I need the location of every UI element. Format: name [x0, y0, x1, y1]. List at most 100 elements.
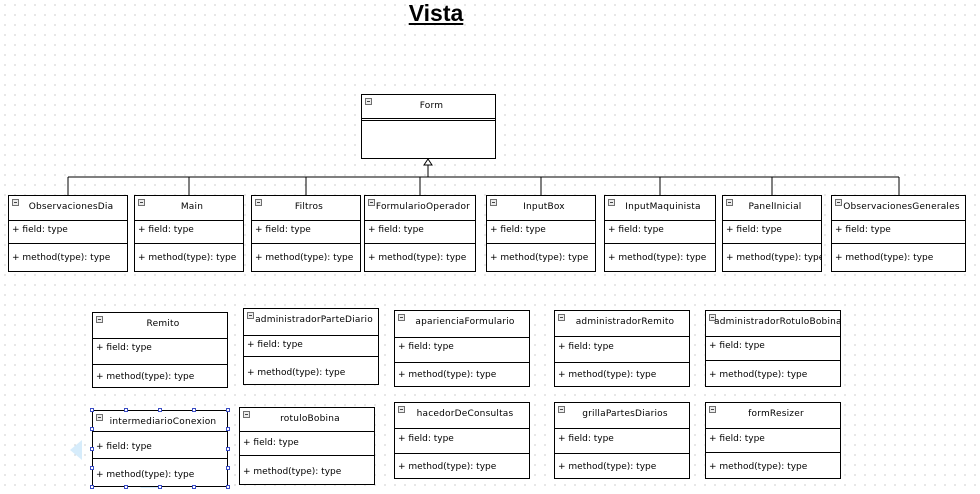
class-field: + field: type	[138, 225, 194, 235]
class-header: administradorRotuloBobina	[706, 311, 840, 337]
selection-handle[interactable]	[124, 408, 128, 412]
class-header: administradorRemito	[555, 311, 689, 337]
class-box-form-resizer[interactable]: formResizer+ field: type+ method(type): …	[705, 402, 841, 479]
class-header: aparienciaFormulario	[395, 311, 529, 338]
compartment-divider	[395, 362, 529, 363]
class-box-filtros[interactable]: Filtros+ field: type+ method(type): type	[251, 195, 361, 272]
class-header: rotuloBobina	[240, 408, 374, 432]
class-method: + method(type): type	[96, 470, 195, 480]
compartment-divider	[706, 452, 840, 453]
class-header: FormularioOperador	[365, 196, 475, 221]
compartment-divider	[240, 455, 374, 456]
class-name: rotuloBobina	[280, 414, 340, 424]
collapse-icon[interactable]	[490, 199, 497, 206]
selection-handle[interactable]	[226, 408, 230, 412]
collapse-icon[interactable]	[243, 411, 250, 418]
class-header: administradorParteDiario	[244, 309, 378, 336]
selection-handle[interactable]	[90, 485, 94, 489]
selection-handle[interactable]	[226, 485, 230, 489]
class-box-hacedor-de-consultas[interactable]: hacedorDeConsultas + field: type + method(…	[394, 402, 530, 479]
class-header: InputBox	[487, 196, 595, 221]
collapse-icon[interactable]	[138, 199, 145, 206]
class-field: + field: type	[398, 434, 454, 444]
selection-handle[interactable]	[90, 408, 94, 412]
class-name: Main	[180, 202, 204, 212]
collapse-icon[interactable]	[247, 312, 254, 319]
class-name: administradorParteDiario	[255, 315, 373, 325]
class-box-grilla-partes-diarios[interactable]: grillaPartesDiarios+ field: type+ method…	[554, 402, 690, 479]
compartment-divider	[135, 243, 243, 244]
class-box-observaciones-generales[interactable]: ObservacionesGenerales+ field: type+ met…	[831, 195, 966, 272]
class-header: grillaPartesDiarios	[555, 403, 689, 429]
collapse-icon[interactable]	[608, 199, 615, 206]
collapse-icon[interactable]	[96, 316, 103, 323]
collapse-icon[interactable]	[726, 199, 733, 206]
selection-handle[interactable]	[124, 485, 128, 489]
selection-handle[interactable]	[192, 485, 196, 489]
compartment-divider	[832, 243, 965, 244]
class-method: + method(type): type	[247, 368, 346, 378]
class-field: + field: type	[96, 343, 152, 353]
class-field: + field: type	[726, 225, 782, 235]
class-box-panel-inicial[interactable]: PanelInicial+ field: type+ method(type):…	[722, 195, 822, 272]
collapse-icon[interactable]	[835, 199, 842, 206]
collapse-icon[interactable]	[558, 406, 565, 413]
selection-handle[interactable]	[90, 427, 94, 432]
selection-handle[interactable]	[226, 446, 230, 451]
collapse-icon[interactable]	[96, 414, 103, 421]
collapse-icon[interactable]	[398, 314, 405, 321]
compartment-divider	[605, 243, 715, 244]
collapse-icon[interactable]	[398, 406, 405, 413]
class-method: + method(type): type	[398, 462, 497, 472]
collapse-icon[interactable]	[709, 406, 716, 413]
collapse-icon[interactable]	[365, 98, 372, 105]
class-name: InputBox	[523, 202, 565, 212]
class-name: Form	[419, 101, 444, 111]
class-name: ObservacionesGenerales	[843, 202, 960, 212]
class-box-intermediario-conexion[interactable]: intermediarioConexion+ field: type+ meth…	[92, 410, 228, 487]
class-field: + field: type	[490, 225, 546, 235]
class-box-administrador-rotulo-bobina[interactable]: administradorRotuloBobina+ field: type+ …	[705, 310, 841, 387]
collapse-icon[interactable]	[12, 199, 19, 206]
class-box-input-maquinista[interactable]: InputMaquinista+ field: type+ method(typ…	[604, 195, 716, 272]
class-method: + method(type): type	[558, 370, 657, 380]
selection-handle[interactable]	[158, 408, 162, 412]
selection-handle[interactable]	[158, 485, 162, 489]
collapse-icon[interactable]	[255, 199, 262, 206]
class-box-remito[interactable]: Remito+ field: type+ method(type): type	[92, 312, 228, 388]
selection-handle[interactable]	[192, 408, 196, 412]
selection-handle[interactable]	[226, 465, 230, 470]
class-box-main[interactable]: Main+ field: type+ method(type): type	[134, 195, 244, 272]
class-box-administrador-parte-diario[interactable]: administradorParteDiario + field: type + m…	[243, 308, 379, 385]
class-header: formResizer	[706, 403, 840, 429]
compartment-divider	[723, 243, 821, 244]
class-header: ObservacionesGenerales	[832, 196, 965, 221]
class-box-administrador-remito[interactable]: administradorRemito+ field: type+ method…	[554, 310, 690, 387]
selection-handle[interactable]	[226, 427, 230, 432]
collapse-icon[interactable]	[368, 199, 375, 206]
class-name: ObservacionesDia	[28, 202, 114, 212]
class-header: PanelInicial	[723, 196, 821, 221]
selection-handle[interactable]	[90, 446, 94, 451]
class-name: hacedorDeConsultas	[416, 409, 514, 419]
class-name: aparienciaFormulario	[415, 317, 515, 327]
class-box-formulario-operador[interactable]: FormularioOperador+ field: type+ method(…	[364, 195, 476, 272]
class-box-form[interactable]: Form	[361, 94, 496, 159]
class-field: + field: type	[368, 225, 424, 235]
compartment-divider	[395, 453, 529, 454]
selection-handle[interactable]	[90, 465, 94, 470]
class-method: + method(type): type	[96, 372, 195, 382]
diagram-title: Vista	[408, 0, 464, 26]
class-box-apariencia-formulario[interactable]: aparienciaFormulario+ field: type+ metho…	[394, 310, 530, 387]
class-box-observaciones-dia[interactable]: ObservacionesDia+ field: type+ method(ty…	[8, 195, 128, 272]
class-box-input-box[interactable]: InputBox+ field: type+ method(type): typ…	[486, 195, 596, 272]
collapse-icon[interactable]	[558, 314, 565, 321]
class-field: + field: type	[12, 225, 68, 235]
class-name: Filtros	[294, 202, 324, 212]
class-header: Filtros	[252, 196, 360, 221]
class-box-rotulo-bobina[interactable]: rotuloBobina+ field: type+ method(type):…	[239, 407, 375, 485]
class-field: + field: type	[247, 340, 303, 350]
compartment-divider	[93, 458, 227, 459]
collapse-icon[interactable]	[709, 314, 716, 321]
